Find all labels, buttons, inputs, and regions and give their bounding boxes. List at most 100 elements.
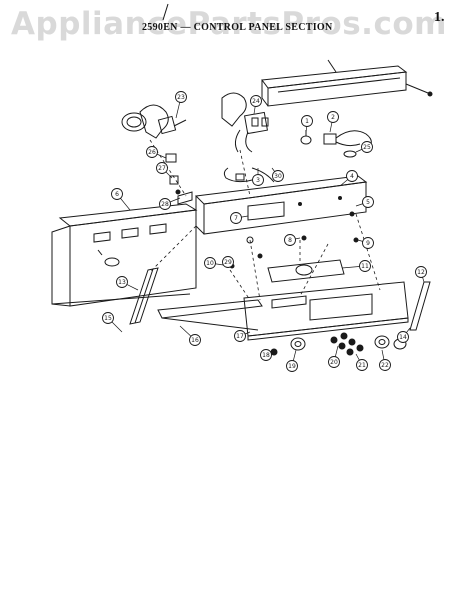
callout-circle	[252, 174, 264, 186]
callout-number: 16	[191, 337, 199, 344]
callout-number: 29	[224, 259, 232, 266]
timer-left	[121, 104, 187, 139]
callout-c25: 25	[361, 141, 373, 153]
callout-circle	[284, 234, 296, 246]
callout-c15: 15	[102, 312, 114, 324]
right-end-cap	[409, 281, 431, 331]
callout-number: 13	[118, 279, 126, 286]
callout-c19: 19	[286, 360, 298, 372]
callout-circle	[260, 349, 272, 361]
callout-c30: 30	[272, 170, 284, 182]
callout-number: 4	[350, 173, 354, 180]
callout-c12: 12	[415, 266, 427, 278]
front-control-panel	[243, 281, 409, 341]
callout-number: 24	[252, 98, 260, 105]
callout-number: 2	[331, 114, 335, 121]
callout-circle	[146, 146, 158, 158]
callout-c22: 22	[379, 359, 391, 371]
callout-number: 5	[366, 199, 370, 206]
small-fasteners-left	[165, 153, 193, 205]
callout-circle	[250, 95, 262, 107]
callout-c6: 6	[111, 188, 123, 200]
callout-circle	[102, 312, 114, 324]
timer-center	[221, 92, 269, 153]
callout-c4: 4	[346, 170, 358, 182]
callout-number: 23	[177, 94, 185, 101]
callout-c17: 17	[234, 330, 246, 342]
callout-number: 1	[305, 118, 309, 125]
callout-circle	[159, 198, 171, 210]
corner-mark: 1.	[434, 10, 445, 25]
callout-circle	[156, 162, 168, 174]
callout-c3: 3	[252, 174, 264, 186]
callout-number: 26	[148, 149, 156, 156]
callout-circle	[356, 359, 368, 371]
switch-components	[300, 130, 372, 158]
callout-circle	[327, 111, 339, 123]
callout-circle	[116, 276, 128, 288]
switch-plate	[267, 259, 345, 283]
callout-number: 14	[399, 334, 407, 341]
callout-circle	[415, 266, 427, 278]
top-trim-strip	[261, 59, 433, 107]
callout-circle	[346, 170, 358, 182]
callout-circle	[111, 188, 123, 200]
callout-circle	[379, 359, 391, 371]
callout-c9: 9	[362, 237, 374, 249]
callout-circle	[286, 360, 298, 372]
callout-number: 7	[234, 215, 238, 222]
callout-circle	[359, 260, 371, 272]
callout-c8: 8	[284, 234, 296, 246]
callout-number: 22	[381, 362, 389, 369]
callout-c18: 18	[260, 349, 272, 361]
callout-c2: 2	[327, 111, 339, 123]
control-mounting-panel	[194, 175, 368, 235]
callout-c10: 10	[204, 257, 216, 269]
callout-circle	[230, 212, 242, 224]
diagram-header: 2590EN — CONTROL PANEL SECTION	[142, 22, 333, 33]
callout-circle	[328, 356, 340, 368]
harness-wires	[223, 167, 275, 183]
callout-circle	[362, 196, 374, 208]
callout-c20: 20	[328, 356, 340, 368]
callout-circle	[189, 334, 201, 346]
watermark-text: AppliancePartsPros.com	[11, 6, 447, 42]
callout-c13: 13	[116, 276, 128, 288]
callout-c27: 27	[156, 162, 168, 174]
callout-number: 20	[330, 359, 338, 366]
control-knobs	[270, 332, 407, 356]
callout-circle	[301, 115, 313, 127]
callout-c24: 24	[250, 95, 262, 107]
leader-lines	[149, 139, 381, 301]
callout-number: 3	[256, 177, 260, 184]
callout-c7: 7	[230, 212, 242, 224]
callout-number: 21	[358, 362, 366, 369]
callout-c14: 14	[397, 331, 409, 343]
callout-number: 27	[158, 165, 166, 172]
callout-number: 25	[363, 144, 371, 151]
callout-c29: 29	[222, 256, 234, 268]
callout-number: 19	[288, 363, 296, 370]
callout-c26: 26	[146, 146, 158, 158]
callout-c28: 28	[159, 198, 171, 210]
callout-number: 6	[115, 191, 119, 198]
callout-c21: 21	[356, 359, 368, 371]
callout-circle	[362, 237, 374, 249]
callout-circle	[204, 257, 216, 269]
callout-c23: 23	[175, 91, 187, 103]
callout-c11: 11	[359, 260, 371, 272]
callout-circle	[361, 141, 373, 153]
callout-circle	[234, 330, 246, 342]
callout-circle	[175, 91, 187, 103]
end-trim-strip	[129, 267, 159, 325]
callout-number: 11	[361, 263, 369, 270]
backsplash-rear-panel	[51, 203, 198, 307]
callout-number: 30	[274, 173, 282, 180]
callout-c1: 1	[301, 115, 313, 127]
lower-trim-strip	[157, 299, 263, 331]
callout-number: 9	[366, 240, 370, 247]
callout-number: 28	[161, 201, 169, 208]
callout-number: 17	[236, 333, 244, 340]
callout-number: 10	[206, 260, 214, 267]
